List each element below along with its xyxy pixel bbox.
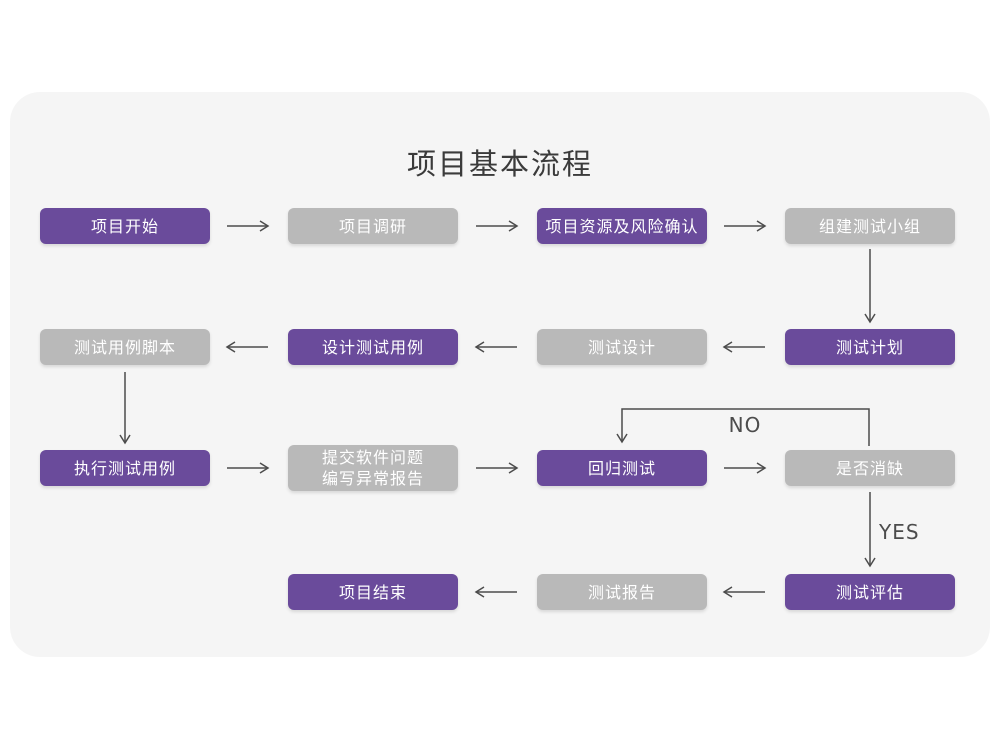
node-label: 设计测试用例: [321, 337, 424, 357]
flow-node-defect-cleared: 是否消缺: [785, 450, 955, 486]
node-label: 测试报告: [587, 582, 656, 602]
flow-node-submit-issue-report: 提交软件问题 编写异常报告: [288, 445, 458, 491]
flow-node-test-plan: 测试计划: [785, 329, 955, 365]
node-label: 组建测试小组: [818, 216, 921, 236]
branch-label-no: NO: [728, 413, 762, 437]
page-title: 项目基本流程: [406, 147, 593, 181]
node-label: 项目开始: [90, 216, 159, 236]
node-label: 测试设计: [587, 337, 656, 357]
flowchart-card: [10, 92, 990, 657]
flow-node-test-report: 测试报告: [537, 574, 707, 610]
node-label: 测试评估: [835, 582, 904, 602]
flow-node-project-start: 项目开始: [40, 208, 210, 244]
node-label: 项目资源及风险确认: [545, 216, 699, 236]
flow-node-project-research: 项目调研: [288, 208, 458, 244]
node-label: 项目调研: [338, 216, 407, 236]
flow-node-test-case-script: 测试用例脚本: [40, 329, 210, 365]
flow-node-build-test-team: 组建测试小组: [785, 208, 955, 244]
flow-node-project-end: 项目结束: [288, 574, 458, 610]
flow-node-design-test-case: 设计测试用例: [288, 329, 458, 365]
flow-node-execute-test-case: 执行测试用例: [40, 450, 210, 486]
node-label: 是否消缺: [835, 458, 904, 478]
flow-node-resource-risk-confirm: 项目资源及风险确认: [537, 208, 707, 244]
node-label: 执行测试用例: [73, 458, 176, 478]
node-label-line2: 编写异常报告: [321, 469, 424, 488]
flow-node-test-design: 测试设计: [537, 329, 707, 365]
node-label: 提交软件问题: [321, 448, 424, 467]
branch-label-yes: YES: [879, 520, 920, 544]
node-label: 测试计划: [835, 337, 904, 357]
node-label: 项目结束: [338, 582, 407, 602]
flow-node-regression-test: 回归测试: [537, 450, 707, 486]
node-label: 测试用例脚本: [73, 337, 176, 357]
flow-node-test-evaluation: 测试评估: [785, 574, 955, 610]
node-label: 回归测试: [587, 458, 656, 478]
